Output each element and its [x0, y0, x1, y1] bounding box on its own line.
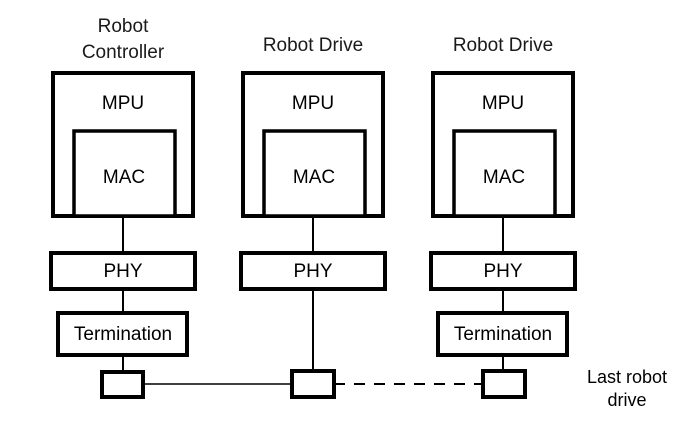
drive2-mac-label: MAC: [483, 167, 525, 188]
controller-phy-label: PHY: [103, 261, 142, 282]
node-robot-drive-1: Robot Drive MPU MAC PHY: [239, 35, 387, 399]
drive2-mac-box: [452, 129, 557, 218]
last-robot-drive-note-line2: drive: [607, 390, 646, 410]
controller-mac-label: MAC: [103, 167, 145, 188]
robot-drive-2-title: Robot Drive: [453, 35, 553, 56]
robot-controller-title-line2: Controller: [82, 42, 165, 63]
drive1-phy-label: PHY: [293, 261, 332, 282]
controller-bus-connector: [100, 370, 145, 399]
controller-termination-box: [56, 311, 189, 357]
drive1-mpu-label: MPU: [292, 93, 334, 114]
drive2-termination-box: [436, 311, 569, 357]
controller-mpu-label: MPU: [102, 93, 144, 114]
drive2-mpu-label: MPU: [482, 93, 524, 114]
last-robot-drive-note-line1: Last robot: [587, 367, 667, 387]
drive1-phy-box: [239, 251, 387, 291]
robot-drive-1-title: Robot Drive: [263, 35, 363, 56]
drive2-phy-label: PHY: [483, 261, 522, 282]
node-robot-drive-2: Robot Drive MPU MAC PHY Termination: [429, 35, 577, 399]
drive2-bus-connector: [481, 369, 527, 399]
node-robot-controller: Robot Controller MPU MAC PHY Termination: [49, 16, 197, 399]
robot-controller-title-line1: Robot: [98, 16, 149, 37]
drive1-mac-box: [262, 129, 367, 218]
controller-termination-label: Termination: [74, 324, 172, 345]
drive1-mac-label: MAC: [293, 167, 335, 188]
drive2-phy-box: [429, 251, 577, 291]
controller-mac-box: [72, 129, 177, 218]
drive1-bus-connector: [290, 369, 336, 399]
drive2-termination-label: Termination: [454, 324, 552, 345]
